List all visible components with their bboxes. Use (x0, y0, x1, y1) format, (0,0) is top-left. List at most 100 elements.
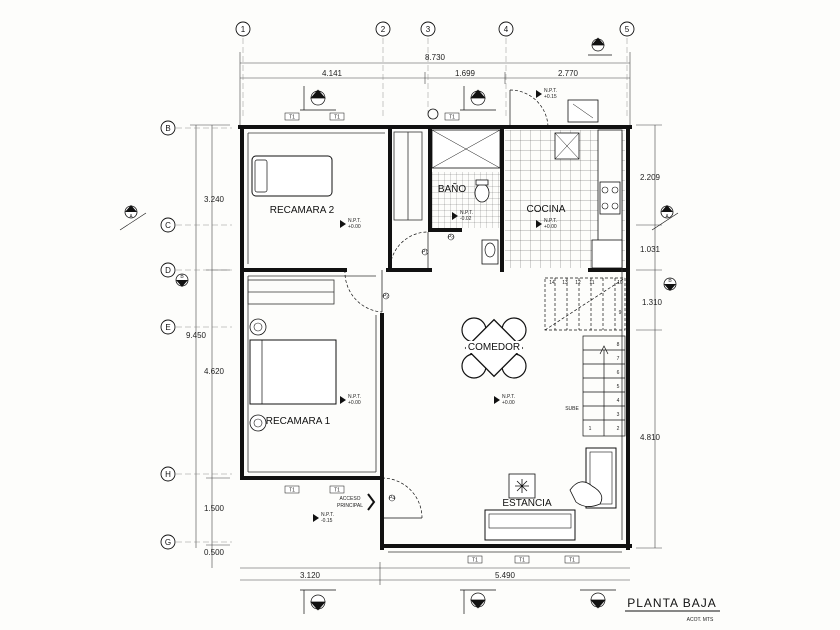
svg-text:+0.15: +0.15 (544, 94, 557, 100)
level-marker-recamara2: N.P.T. +0.00 (340, 218, 361, 230)
dim-right-seg-2: 1.031 (640, 245, 661, 254)
view-marker-top-1 (300, 86, 336, 111)
axis-bubble-4: 4 (498, 21, 514, 37)
svg-text:12: 12 (575, 280, 581, 286)
svg-text:2: 2 (617, 426, 620, 432)
bed-recamara-2 (251, 155, 333, 197)
svg-text:SUBE: SUBE (565, 406, 579, 412)
svg-text:N.P.T.: N.P.T. (348, 218, 361, 224)
axis-bubble-g: G (160, 534, 176, 550)
svg-text:N.P.T.: N.P.T. (502, 394, 515, 400)
dim-left-seg-4: 0.500 (204, 548, 225, 557)
room-label-bano: BAÑO (438, 182, 467, 195)
bathroom (427, 108, 501, 265)
svg-text:T1: T1 (472, 558, 478, 564)
svg-text:B: B (668, 278, 672, 284)
axis-bubble-1: 1 (235, 21, 251, 37)
svg-text:N.P.T.: N.P.T. (460, 210, 473, 216)
svg-text:P3: P3 (448, 235, 454, 241)
bed-recamara-1 (249, 318, 337, 432)
svg-text:T1: T1 (289, 115, 295, 121)
svg-text:D: D (165, 266, 171, 275)
axis-bubble-3: 3 (420, 21, 436, 37)
svg-text:T1: T1 (334, 488, 340, 494)
level-marker-cocina: N.P.T. +0.00 (536, 218, 557, 230)
dim-left-seg-3: 1.500 (204, 504, 225, 513)
axis-bubble-5: 5 (619, 21, 635, 37)
axis-bubble-d: D (160, 262, 176, 278)
stair-numbers: 14 13 12 11 10 9 8 7 6 5 4 3 2 1 SUBE (549, 280, 623, 432)
dim-right-seg-1: 2.209 (640, 173, 661, 182)
room-label-recamara-2: RECAMARA 2 (270, 205, 335, 216)
svg-text:7: 7 (617, 356, 620, 362)
svg-text:5: 5 (617, 384, 620, 390)
level-marker-recamara1: N.P.T. +0.00 (340, 394, 361, 406)
dim-top-seg-2: 1.699 (455, 69, 476, 78)
svg-text:T1: T1 (449, 115, 455, 121)
dim-left-seg-1: 3.240 (204, 195, 225, 204)
dim-top-seg-1: 4.141 (322, 69, 343, 78)
svg-text:+0.00: +0.00 (348, 400, 361, 406)
svg-text:2: 2 (381, 25, 386, 34)
label-acceso: ACCESO (339, 496, 360, 502)
svg-text:8: 8 (617, 342, 620, 348)
dim-right-seg-3: 1.310 (642, 298, 663, 307)
svg-text:P1: P1 (422, 250, 428, 256)
view-marker-bottom-2 (460, 589, 496, 614)
svg-text:4: 4 (504, 25, 509, 34)
view-marker-bottom-1 (300, 589, 336, 614)
living-furniture (484, 447, 617, 541)
svg-text:E: E (165, 323, 170, 332)
doors (344, 89, 549, 519)
room-label-comedor-bg (466, 341, 522, 353)
svg-text:3: 3 (426, 25, 431, 34)
svg-text:N.P.T.: N.P.T. (348, 394, 361, 400)
svg-text:B: B (165, 124, 170, 133)
axis-bubble-2: 2 (375, 21, 391, 37)
window-tags: T1 T1 T1 T1 T1 T1 T1 T1 (284, 112, 580, 564)
svg-text:10: 10 (617, 280, 623, 286)
view-marker-top-3 (588, 37, 612, 56)
grid-axes (176, 38, 628, 543)
svg-text:T1: T1 (569, 558, 575, 564)
axis-bubble-h: H (160, 466, 176, 482)
svg-text:N.P.T.: N.P.T. (544, 218, 557, 224)
svg-text:1: 1 (589, 426, 592, 432)
door-tags: P1 P2 P3 P4 (382, 233, 454, 502)
svg-text:6: 6 (617, 370, 620, 376)
dim-left-total: 9.450 (186, 331, 207, 340)
svg-text:1: 1 (241, 25, 246, 34)
svg-text:+0.00: +0.00 (544, 224, 557, 230)
level-marker-bath: N.P.T. -0.02 (452, 210, 473, 222)
svg-text:T1: T1 (519, 558, 525, 564)
svg-text:A: A (129, 214, 133, 220)
svg-text:4: 4 (617, 398, 620, 404)
svg-text:+0.00: +0.00 (348, 224, 361, 230)
svg-text:B: B (180, 274, 184, 280)
svg-text:P4: P4 (389, 496, 395, 502)
svg-text:N.P.T.: N.P.T. (321, 512, 334, 518)
room-label-comedor: COMEDOR (468, 342, 520, 353)
svg-text:A: A (665, 214, 669, 220)
axis-bubble-e: E (160, 319, 176, 335)
dim-bottom-seg-2: 5.490 (495, 571, 516, 580)
svg-text:11: 11 (589, 280, 594, 286)
dim-bottom-seg-1: 3.120 (300, 571, 321, 580)
section-marker-left-a: A (119, 205, 147, 231)
svg-text:13: 13 (562, 280, 568, 286)
svg-text:H: H (165, 470, 171, 479)
section-marker-right-b: B (663, 277, 677, 291)
svg-text:C: C (165, 221, 171, 230)
axis-bubble-b: B (160, 120, 176, 136)
svg-text:5: 5 (625, 25, 630, 34)
kitchen (505, 99, 625, 269)
svg-text:T1: T1 (334, 115, 340, 121)
dim-left-seg-2: 4.620 (204, 367, 225, 376)
drawing-subtitle: ACOT. MTS (687, 617, 714, 623)
svg-text:9: 9 (619, 310, 622, 316)
room-label-cocina: COCINA (527, 204, 566, 215)
level-marker-comedor: N.P.T. +0.00 (494, 394, 515, 406)
walls (238, 125, 632, 550)
room-label-recamara-1: RECAMARA 1 (266, 416, 331, 427)
